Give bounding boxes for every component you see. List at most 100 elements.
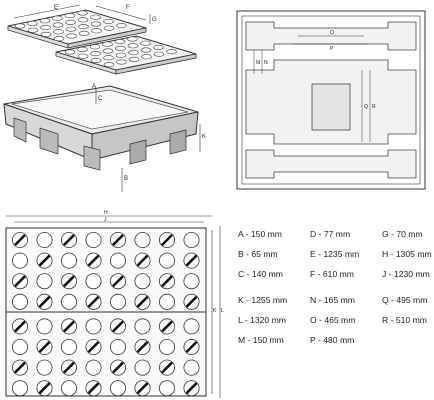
grate-top-view: H J K L <box>5 210 224 398</box>
grate-hole <box>183 359 200 376</box>
grate-hole <box>78 24 89 30</box>
grate-hole <box>64 13 76 19</box>
grate-hole <box>158 231 175 248</box>
grate-hole <box>90 14 101 20</box>
grate-hole <box>103 18 114 24</box>
grate-hole <box>85 318 102 335</box>
grate-hole <box>90 57 102 63</box>
grate-hole <box>65 19 76 25</box>
grate-hole <box>27 27 39 33</box>
grate-hole <box>77 53 89 59</box>
grate-hole <box>52 22 64 28</box>
label-O: O <box>330 30 334 36</box>
grate-hole <box>128 56 140 62</box>
grate-hole <box>183 380 200 397</box>
grate-hole <box>134 252 151 269</box>
grate-hole <box>110 273 127 290</box>
grate-hole <box>11 273 28 290</box>
label-K: K <box>202 134 206 140</box>
legend-row: L - 1320 mm O - 465 mm R - 510 mm <box>238 314 430 334</box>
grate-hole <box>134 338 151 355</box>
grate-hole <box>102 48 114 54</box>
grate-hole <box>61 231 78 248</box>
grate-hole <box>52 15 63 21</box>
grate-hole <box>183 231 200 248</box>
grate-hole <box>141 54 152 60</box>
grate-hole <box>115 45 126 51</box>
grate-hole <box>61 338 78 355</box>
grate-hole <box>115 52 127 58</box>
grate-hole <box>110 318 127 335</box>
grate-hole <box>89 44 101 50</box>
grate-hole <box>11 338 28 355</box>
legend-item: B - 65 mm <box>238 249 278 259</box>
label-M: M <box>256 60 260 66</box>
grate-hole <box>183 293 200 310</box>
grate-hole <box>85 338 102 355</box>
grate-hole <box>61 318 78 335</box>
grate-hole <box>134 318 151 335</box>
isometric-view: E F G A C K B <box>3 4 206 192</box>
label-B: B <box>124 176 128 182</box>
label-G: G <box>152 17 157 23</box>
grate-hole <box>116 23 127 29</box>
grate-hole <box>183 273 200 290</box>
label-P: P <box>330 46 334 52</box>
grate-hole <box>103 62 115 68</box>
grate-hole <box>103 55 114 61</box>
label-A: A <box>92 84 96 90</box>
grate-hole <box>158 252 175 269</box>
grate-hole <box>158 338 175 355</box>
grate-hole <box>40 31 52 37</box>
grate-hole <box>61 359 78 376</box>
grate-hole <box>36 380 53 397</box>
grate-hole <box>91 28 102 34</box>
grate-hole <box>134 380 151 397</box>
grate-hole <box>36 231 53 248</box>
grate-hole <box>77 17 89 23</box>
grate-hole <box>127 36 138 42</box>
grate-hole <box>11 318 28 335</box>
label-C: C <box>98 96 103 102</box>
label-J: J <box>104 217 107 223</box>
dimensions-legend: A - 150 mm D - 77 mm G - 70 mm B - 65 mm… <box>238 228 432 354</box>
grate-hole <box>134 359 151 376</box>
grate-hole <box>183 252 200 269</box>
grate-hole <box>85 273 102 290</box>
legend-item: H - 1305 mm <box>382 249 432 259</box>
grate-hole <box>116 59 127 65</box>
grate-hole <box>39 18 51 24</box>
grate-hole <box>36 293 53 310</box>
legend-item: L - 1320 mm <box>238 315 286 325</box>
grate-hole <box>11 293 28 310</box>
legend-row: B - 65 mm E - 1235 mm H - 1305 mm <box>238 248 432 268</box>
grate-hole <box>140 40 151 46</box>
legend-item <box>382 334 430 354</box>
legend-row: C - 140 mm F - 610 mm J - 1230 mm <box>238 268 430 288</box>
grate-hole <box>90 21 102 27</box>
grate-hole <box>36 338 53 355</box>
grate-hole <box>127 43 139 49</box>
grate-hole <box>53 29 64 35</box>
legend-item: M - 150 mm <box>238 335 284 345</box>
grate-hole <box>183 318 200 335</box>
label-K-grate: K <box>213 308 217 314</box>
grate-hole <box>65 26 77 32</box>
grate-hole <box>158 273 175 290</box>
legend-item: N - 165 mm <box>310 295 355 305</box>
grate-hole <box>85 359 102 376</box>
grate-hole <box>11 359 28 376</box>
grate-hole <box>85 293 102 310</box>
top-view: O P M N Q R <box>236 10 426 190</box>
grate-hole <box>166 49 177 55</box>
grate-hole <box>110 293 127 310</box>
legend-row: A - 150 mm D - 77 mm G - 70 mm <box>238 228 430 248</box>
grate-hole <box>61 252 78 269</box>
grate-top-right <box>55 35 197 75</box>
grate-hole <box>110 252 127 269</box>
legend-item: J - 1230 mm <box>382 269 430 279</box>
legend-item: C - 140 mm <box>238 269 283 279</box>
grate-hole <box>85 252 102 269</box>
legend-item: K - 1255 mm <box>238 295 288 305</box>
grate-hole <box>36 273 53 290</box>
